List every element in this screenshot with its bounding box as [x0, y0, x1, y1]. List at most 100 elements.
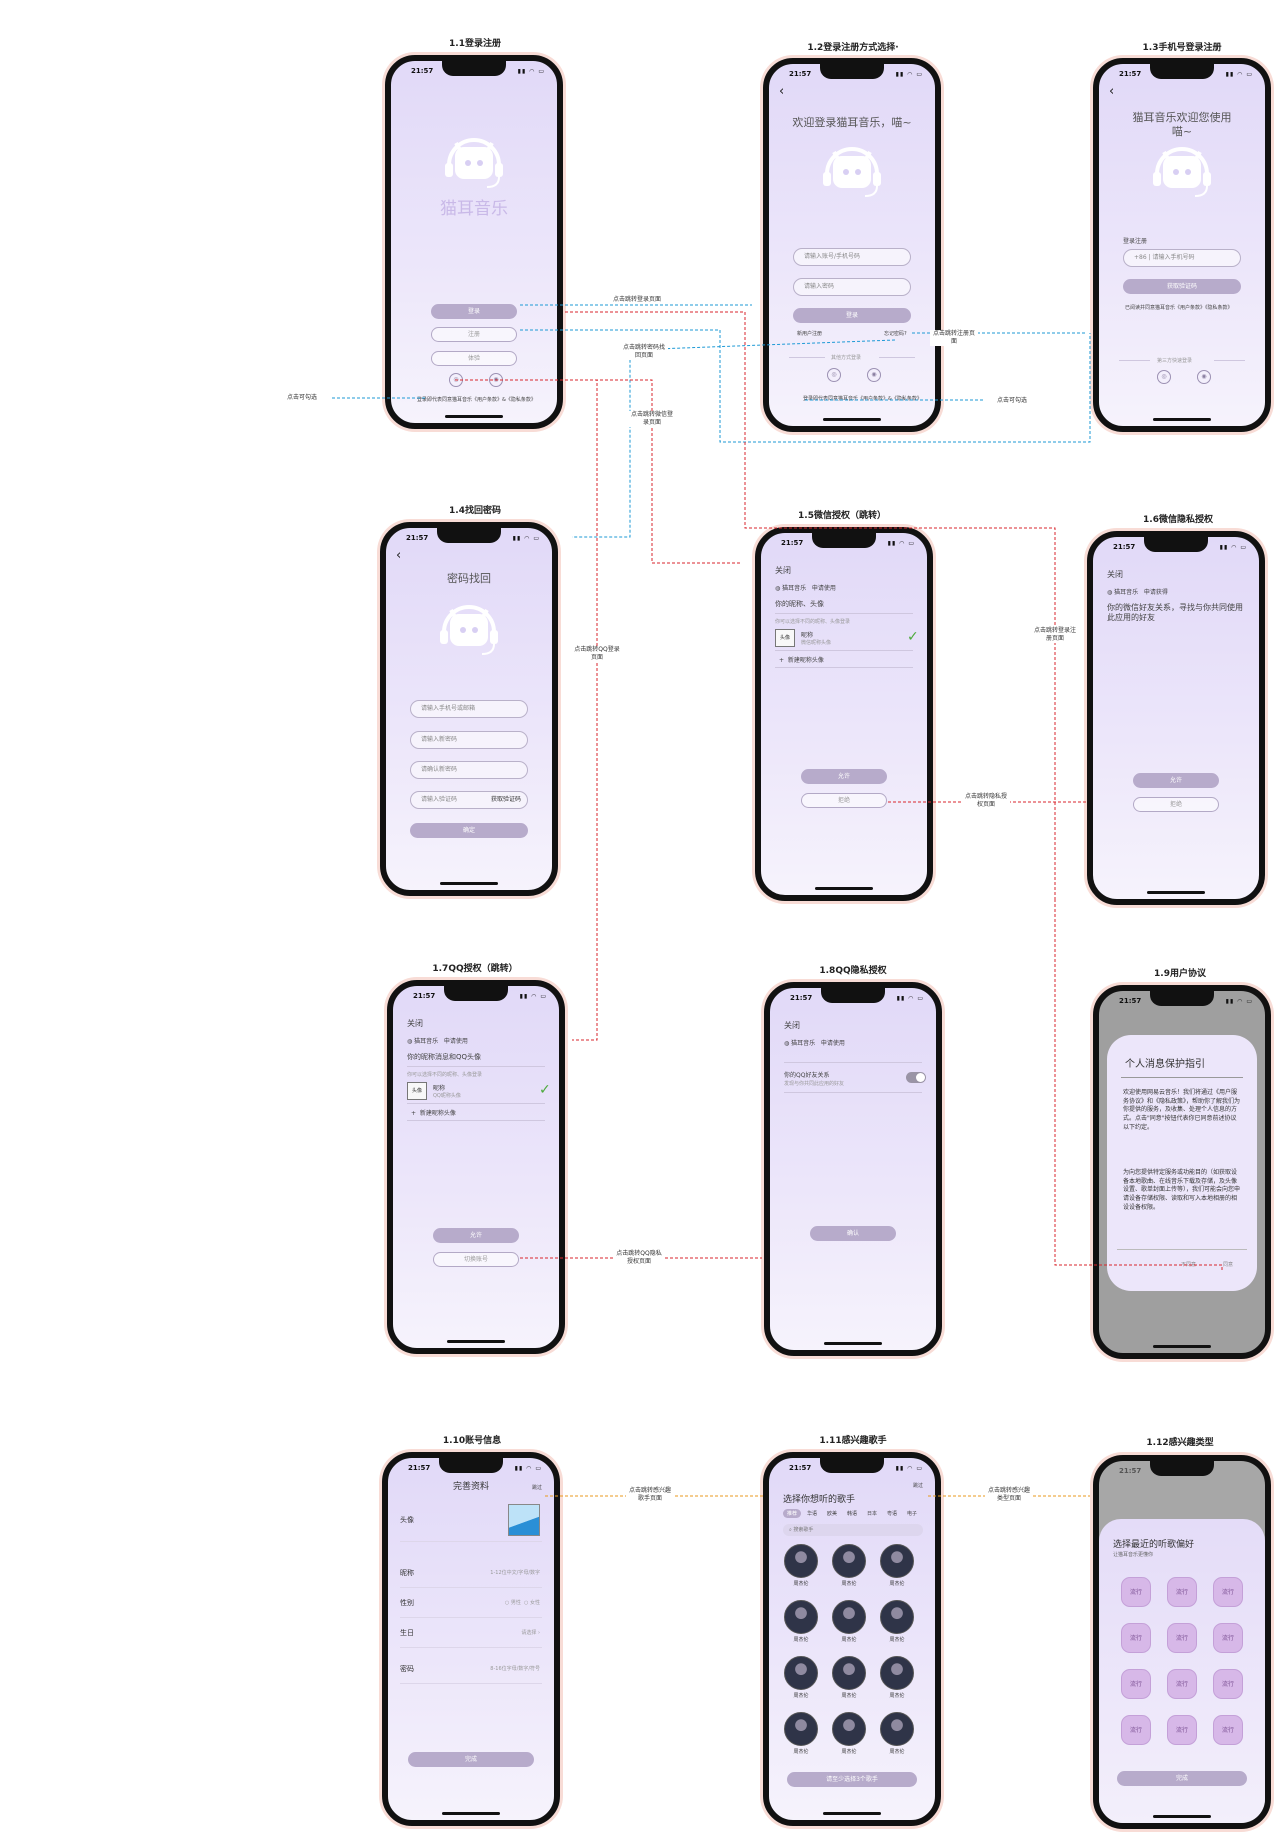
screen-title-1-7: 1.7QQ授权（跳转） — [432, 964, 518, 974]
singer-item[interactable]: 周杰伦 — [879, 1712, 915, 1755]
get-code-link[interactable]: 获取验证码 — [490, 796, 521, 803]
back-icon[interactable]: ‹ — [1109, 84, 1115, 99]
category-tab[interactable]: 电子 — [907, 1511, 918, 1517]
app-name: 猫耳音乐 — [440, 199, 508, 219]
back-icon[interactable]: ‹ — [779, 84, 785, 99]
singer-name: 周杰伦 — [793, 1693, 809, 1699]
singer-item[interactable]: 周杰伦 — [879, 1544, 915, 1587]
category-tab[interactable]: 推荐 — [783, 1509, 802, 1518]
code-input[interactable]: 请输入验证码获取验证码 — [410, 791, 528, 809]
allow-button[interactable]: 允许 — [433, 1228, 519, 1243]
done-button[interactable]: 完成 — [408, 1752, 534, 1767]
friend-label: 你的QQ好友关系 — [784, 1072, 830, 1079]
reject-button[interactable]: 拒绝 — [801, 793, 887, 808]
wechat-icon[interactable]: ◎ — [827, 368, 841, 382]
skip-link[interactable]: 跳过 — [531, 1485, 542, 1491]
agree-button[interactable]: 同意 — [1223, 1262, 1234, 1268]
forgot-password-link[interactable]: 忘记密码? — [884, 331, 907, 337]
genre-tile[interactable]: 流行 — [1213, 1715, 1243, 1745]
done-button[interactable]: 完成 — [1117, 1771, 1247, 1786]
qq-icon[interactable]: ◉ — [1197, 370, 1211, 384]
genre-tile[interactable]: 流行 — [1167, 1623, 1197, 1653]
allow-button[interactable]: 允许 — [1133, 773, 1219, 788]
confirm-button[interactable]: 确定 — [410, 823, 528, 838]
singer-item[interactable]: 周杰伦 — [783, 1712, 819, 1755]
singer-item[interactable]: 周杰伦 — [831, 1544, 867, 1587]
new-nickname-item[interactable]: + 新建昵称头像 — [411, 1110, 456, 1117]
gender-row[interactable]: 性别○ 男性 ○ 女性 — [400, 1588, 542, 1618]
category-tab[interactable]: 日本 — [867, 1511, 878, 1517]
gender-options[interactable]: ○ 男性 ○ 女性 — [504, 1600, 540, 1606]
close-link[interactable]: 关闭 — [1107, 570, 1123, 579]
genre-tile[interactable]: 流行 — [1213, 1577, 1243, 1607]
get-code-button[interactable]: 获取验证码 — [1123, 279, 1241, 294]
category-tab[interactable]: 华语 — [807, 1511, 818, 1517]
singer-item[interactable]: 周杰伦 — [879, 1600, 915, 1643]
wechat-icon[interactable]: ◎ — [1157, 370, 1171, 384]
qq-icon[interactable]: ◉ — [867, 368, 881, 382]
experience-button[interactable]: 体验 — [431, 351, 517, 366]
singer-item[interactable]: 周杰伦 — [783, 1544, 819, 1587]
login-button[interactable]: 登录 — [431, 304, 517, 319]
disagree-button[interactable]: 不同意 — [1181, 1262, 1197, 1268]
singer-item[interactable]: 周杰伦 — [831, 1600, 867, 1643]
search-bar[interactable]: ⌕ 搜索歌手 — [783, 1524, 923, 1536]
sheet-title: 选择最近的听歌偏好 — [1113, 1540, 1195, 1550]
genre-tile[interactable]: 流行 — [1121, 1715, 1151, 1745]
close-link[interactable]: 关闭 — [784, 1021, 800, 1030]
new-nickname-item[interactable]: + 新建昵称头像 — [779, 657, 824, 664]
close-link[interactable]: 关闭 — [775, 566, 791, 575]
singer-item[interactable]: 周杰伦 — [783, 1600, 819, 1643]
genre-tile[interactable]: 流行 — [1121, 1623, 1151, 1653]
confirm-button[interactable]: 确认 — [810, 1226, 896, 1241]
new-user-link[interactable]: 新用户注册 — [797, 331, 823, 337]
female-option[interactable]: 女性 — [529, 1600, 540, 1606]
phone-input[interactable]: +86 | 请输入手机号码 — [1123, 249, 1241, 267]
close-link[interactable]: 关闭 — [407, 1019, 423, 1028]
phone-email-input[interactable]: 请输入手机号或邮箱 — [410, 700, 528, 718]
category-tab[interactable]: 欧美 — [827, 1511, 838, 1517]
genre-tile[interactable]: 流行 — [1121, 1669, 1151, 1699]
reject-button[interactable]: 拒绝 — [1133, 797, 1219, 812]
skip-link[interactable]: 跳过 — [912, 1483, 923, 1489]
check-icon: ✓ — [539, 1082, 551, 1098]
back-icon[interactable]: ‹ — [396, 548, 402, 563]
qq-icon[interactable]: ◉ — [489, 373, 503, 387]
avatar-row[interactable]: 头像 — [400, 1498, 542, 1542]
category-tab[interactable]: 韩语 — [847, 1511, 858, 1517]
allow-button[interactable]: 允许 — [801, 769, 887, 784]
register-button[interactable]: 注册 — [431, 327, 517, 342]
genre-tile[interactable]: 流行 — [1167, 1577, 1197, 1607]
genre-tile[interactable]: 流行 — [1167, 1669, 1197, 1699]
friend-toggle[interactable] — [906, 1072, 926, 1083]
singer-item[interactable]: 周杰伦 — [783, 1656, 819, 1699]
note-check-1: 点击可勾选 — [280, 394, 324, 402]
agreement-checkbox[interactable]: 已阅读并同意猫耳音乐《用户条款》《隐私条款》 — [1125, 305, 1233, 311]
note-privacy: 点击跳转隐私授权页面 — [962, 793, 1010, 809]
singer-item[interactable]: 周杰伦 — [831, 1712, 867, 1755]
divider — [789, 357, 825, 358]
wechat-icon[interactable]: ◎ — [449, 373, 463, 387]
agreement-text[interactable]: 登录即代表同意猫耳音乐《用户条款》&《隐私条款》 — [417, 397, 536, 403]
switch-account-button[interactable]: 切换账号 — [433, 1252, 519, 1267]
avatar-image-icon[interactable] — [508, 1504, 540, 1536]
agreement-text[interactable]: 登录即代表同意猫耳音乐《用户条款》&《隐私条款》 — [803, 396, 922, 402]
new-password-input[interactable]: 请输入新密码 — [410, 731, 528, 749]
genre-tile[interactable]: 流行 — [1213, 1669, 1243, 1699]
genre-tile[interactable]: 流行 — [1213, 1623, 1243, 1653]
category-tab[interactable]: 粤语 — [887, 1511, 898, 1517]
genre-tile[interactable]: 流行 — [1167, 1715, 1197, 1745]
divider — [775, 650, 913, 651]
account-input[interactable]: 请输入账号/手机号码 — [793, 248, 911, 266]
genre-tile[interactable]: 流行 — [1121, 1577, 1151, 1607]
birthday-row[interactable]: 生日请选择 › — [400, 1618, 542, 1648]
singer-item[interactable]: 周杰伦 — [831, 1656, 867, 1699]
password-input[interactable]: 请输入密码 — [793, 278, 911, 296]
singer-item[interactable]: 周杰伦 — [879, 1656, 915, 1699]
male-option[interactable]: 男性 — [510, 1600, 521, 1606]
login-button[interactable]: 登录 — [793, 308, 911, 323]
confirm-password-input[interactable]: 请确认新密码 — [410, 761, 528, 779]
select-singers-button[interactable]: 请至少选择3个歌手 — [787, 1772, 917, 1787]
